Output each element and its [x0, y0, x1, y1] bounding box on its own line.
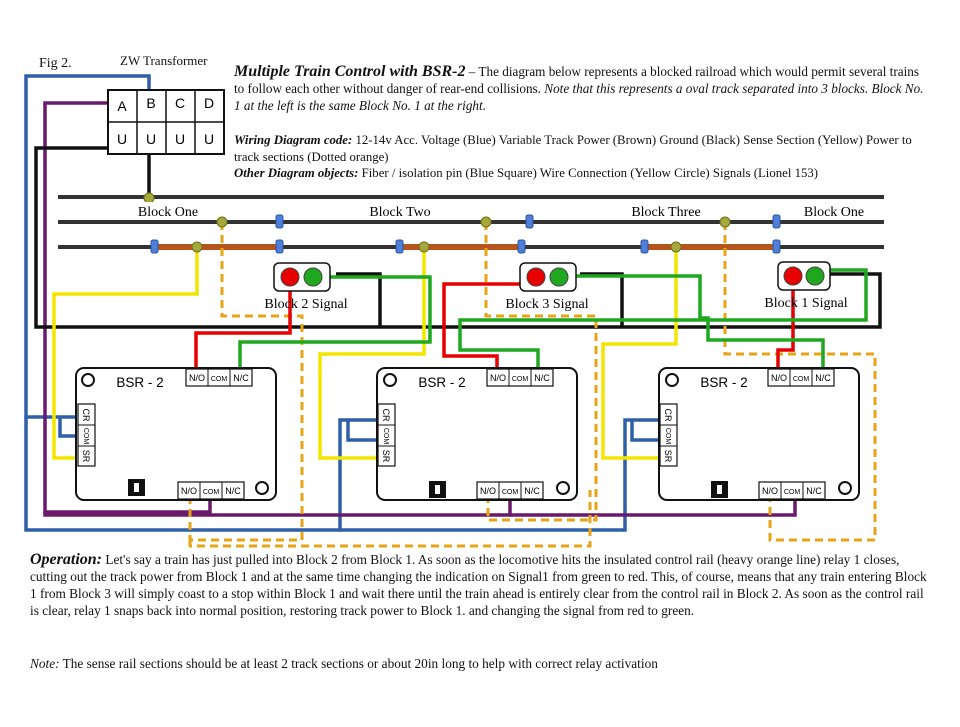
isolation-pin: [275, 239, 284, 254]
block-label: Block Three: [631, 205, 700, 220]
ground-wire: [34, 146, 882, 329]
header-description: Multiple Train Control with BSR-2 – The …: [234, 63, 924, 114]
isolation-pin: [150, 239, 159, 254]
objects-text: Fiber / isolation pin (Blue Square) Wire…: [358, 166, 819, 180]
pin-no: N/O: [762, 486, 778, 496]
transformer-title: ZW Transformer: [120, 53, 208, 68]
pin-cr: CR: [663, 409, 673, 422]
operation-label: Operation:: [30, 551, 102, 568]
terminal-b: B: [146, 95, 155, 111]
page-title: Multiple Train Control with BSR-2: [234, 63, 466, 80]
pin-com: COM: [82, 428, 89, 445]
isolation-pin: [395, 239, 404, 254]
bsr2-board-3: BSR - 2 N/O COM N/C N/O COM N/C CR COM S…: [658, 367, 860, 501]
operation-paragraph: Operation: Let's say a train has just pu…: [30, 551, 930, 619]
pin-sr: SR: [81, 450, 91, 463]
note-paragraph: Note: The sense rail sections should be …: [30, 656, 930, 672]
operation-text: Let's say a train has just pulled into B…: [30, 552, 927, 618]
pin-no: N/O: [490, 373, 506, 383]
bsr-title: BSR - 2: [418, 375, 465, 390]
wire-connection: [143, 192, 155, 204]
terminal-a: A: [117, 98, 127, 114]
wire-connection: [670, 241, 682, 253]
pin-no: N/O: [181, 486, 197, 496]
terminal-u: U: [146, 131, 156, 147]
bsr-title: BSR - 2: [116, 375, 163, 390]
pin-com: COM: [382, 428, 389, 445]
wire-connection: [480, 216, 492, 228]
intro-note: Note that this represents a oval track s…: [234, 81, 924, 113]
isolation-pin: [275, 214, 284, 229]
pin-no: N/O: [189, 373, 205, 383]
wiring-code-label: Wiring Diagram code:: [234, 133, 353, 147]
pin-sr: SR: [663, 450, 673, 463]
note-text: The sense rail sections should be at lea…: [59, 656, 658, 671]
terminal-u: U: [204, 131, 214, 147]
note-label: Note:: [30, 656, 60, 671]
wire-connection: [719, 216, 731, 228]
pin-sr: SR: [381, 450, 391, 463]
figure-label: Fig 2.: [39, 56, 72, 71]
isolation-pin: [772, 214, 781, 229]
pin-no: N/O: [771, 373, 787, 383]
pin-nc: N/C: [524, 486, 540, 496]
pin-no: N/O: [480, 486, 496, 496]
isolation-pin: [517, 239, 526, 254]
pin-com: COM: [784, 489, 801, 496]
isolation-pins: [150, 214, 781, 254]
block-label: Block Two: [369, 205, 430, 220]
pin-nc: N/C: [815, 373, 831, 383]
signal-block-2: Block 2 Signal: [264, 262, 348, 312]
terminal-u: U: [117, 131, 127, 147]
pin-nc: N/C: [534, 373, 550, 383]
signal-label: Block 2 Signal: [264, 297, 347, 312]
pin-nc: N/C: [806, 486, 822, 496]
pin-nc: N/C: [225, 486, 241, 496]
signal-label: Block 3 Signal: [505, 297, 588, 312]
wiring-code-text: 12-14v Acc. Voltage (Blue) Variable Trac…: [234, 133, 912, 164]
block-label: Block One: [804, 205, 864, 220]
isolation-pin: [525, 214, 534, 229]
pin-com: COM: [793, 376, 810, 383]
signal-green-wire: [238, 268, 868, 372]
pin-cr: CR: [381, 409, 391, 422]
wire-connections: [143, 192, 731, 253]
wire-connection: [418, 241, 430, 253]
zw-transformer: A B C D U U U U: [107, 89, 225, 155]
terminal-d: D: [204, 95, 214, 111]
pin-cr: CR: [81, 409, 91, 422]
legend: Wiring Diagram code: 12-14v Acc. Voltage…: [234, 132, 934, 182]
signal-block-3: Block 3 Signal: [505, 262, 589, 312]
wire-connection: [191, 241, 203, 253]
pin-com: COM: [211, 376, 228, 383]
block-labels: Block One Block Two Block Three Block On…: [132, 202, 871, 220]
isolation-pin: [640, 239, 649, 254]
pin-com: COM: [203, 489, 220, 496]
sense-wire: [52, 247, 678, 460]
bsr-title: BSR - 2: [700, 375, 747, 390]
objects-label: Other Diagram objects:: [234, 166, 359, 180]
pin-com: COM: [502, 489, 519, 496]
bsr2-board-1: BSR - 2 N/O COM N/C N/O COM N/C CR COM S…: [75, 367, 277, 501]
isolation-pin: [772, 239, 781, 254]
wire-connection: [216, 216, 228, 228]
pin-nc: N/C: [233, 373, 249, 383]
terminal-u: U: [175, 131, 185, 147]
pin-com: COM: [512, 376, 529, 383]
track-power-dotted: [188, 222, 877, 548]
signal-block-1: Block 1 Signal: [764, 261, 848, 311]
block-label: Block One: [138, 205, 198, 220]
terminal-c: C: [175, 95, 185, 111]
intro-text: – The diagram below represents a blocked…: [234, 64, 919, 96]
signal-label: Block 1 Signal: [764, 296, 847, 311]
pin-com: COM: [664, 428, 671, 445]
bsr2-board-2: BSR - 2 N/O COM N/C N/O COM N/C CR COM S…: [376, 367, 578, 501]
